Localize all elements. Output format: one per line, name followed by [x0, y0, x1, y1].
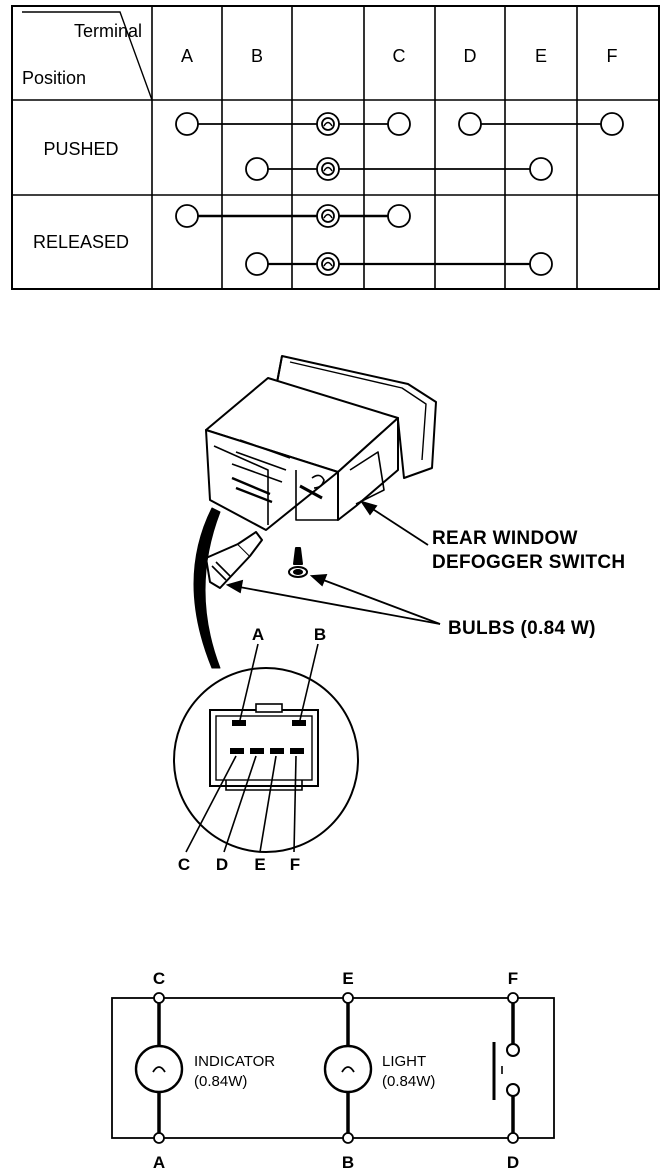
column-header-c: C: [393, 46, 406, 66]
pushed-connections: [175, 112, 624, 181]
terminal-node: [529, 157, 553, 181]
schematic-terminal-f: F: [508, 969, 518, 988]
indicator-bulb-icon: [134, 1044, 184, 1094]
switch-label-line2: DEFOGGER SWITCH: [432, 552, 625, 573]
header-position: Position: [22, 68, 86, 88]
callout-arrows: [225, 500, 441, 625]
terminal-node: [600, 112, 624, 136]
pin-leader-lines: [185, 643, 319, 853]
released-connections: [175, 204, 553, 276]
pin-label-b: B: [314, 625, 326, 644]
switch-label-line1: REAR WINDOW: [432, 528, 578, 549]
schematic-frame: [111, 997, 555, 1139]
terminal-node: [175, 112, 199, 136]
bulb-symbol-icon: [316, 112, 340, 136]
schematic-terminal-e: E: [342, 969, 353, 988]
switch-contact-icon: [492, 1042, 520, 1100]
indicator-rating: (0.84W): [194, 1073, 247, 1090]
schematic-terminal-d: D: [507, 1153, 519, 1172]
schematic-terminal-b: B: [342, 1153, 354, 1172]
column-header-a: A: [181, 46, 193, 66]
pin-label-a: A: [252, 625, 264, 644]
bulbs-label: BULBS (0.84 W): [448, 618, 596, 639]
terminal-node: [245, 252, 269, 276]
light-rating: (0.84W): [382, 1073, 435, 1090]
header-terminal: Terminal: [74, 21, 142, 41]
schematic: [111, 992, 555, 1144]
column-header-f: F: [607, 46, 618, 66]
terminal-node: [529, 252, 553, 276]
pin-label-e: E: [254, 855, 265, 874]
column-headers: A B C D E F: [181, 46, 618, 66]
table-border: [11, 5, 660, 290]
connector-detail: [173, 643, 359, 853]
bulb-symbol-icon: [316, 157, 340, 181]
column-header-d: D: [464, 46, 477, 66]
light-bulb-icon: [323, 1044, 373, 1094]
pin-label-f: F: [290, 855, 300, 874]
light-label: LIGHT: [382, 1053, 426, 1070]
header-diagonal: [22, 11, 153, 101]
row-label-released: RELEASED: [33, 232, 129, 252]
pin-label-d: D: [216, 855, 228, 874]
column-header-e: E: [535, 46, 547, 66]
indicator-label: INDICATOR: [194, 1053, 275, 1070]
row-label-pushed: PUSHED: [43, 139, 118, 159]
switch-illustration: [193, 355, 437, 669]
schematic-terminal-c: C: [153, 969, 165, 988]
terminal-node: [387, 204, 411, 228]
connector-pins: [230, 720, 306, 754]
continuity-table: [11, 5, 660, 290]
schematic-terminal-a: A: [153, 1153, 165, 1172]
bulb-symbol-icon: [316, 204, 340, 228]
terminal-node: [175, 204, 199, 228]
terminal-node: [458, 112, 482, 136]
column-header-b: B: [251, 46, 263, 66]
bulb-symbol-icon: [316, 252, 340, 276]
terminal-node: [387, 112, 411, 136]
terminal-node: [245, 157, 269, 181]
pin-label-c: C: [178, 855, 190, 874]
